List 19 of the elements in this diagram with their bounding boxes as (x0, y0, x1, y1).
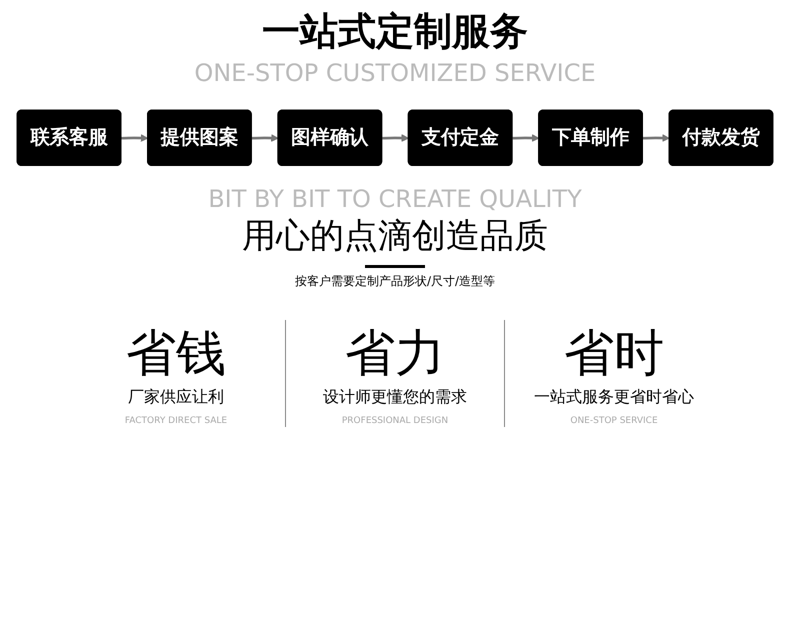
feature-caption: FACTORY DIRECT SALE (124, 416, 228, 426)
arrow (642, 134, 670, 142)
arrow (382, 134, 409, 142)
arrow (252, 134, 279, 142)
feature-text: 设计师更懂您的需求 (323, 387, 467, 408)
feature-caption: ONE-STOP SERVICE (570, 416, 658, 426)
note: 按客户需要定制产品形状/尺寸/造型等 (294, 273, 496, 290)
slogan: 用心的点滴创造品质 (242, 215, 548, 258)
arrow (512, 134, 540, 142)
feature-text: 厂家供应让利 (128, 387, 224, 408)
english-slogan: BIT BY BIT TO CREATE QUALITY (208, 185, 582, 213)
title: 一站式定制服务 (262, 8, 528, 55)
feature-heading: 省力 (345, 323, 445, 384)
feature-heading: 省时 (564, 323, 664, 384)
subtitle: ONE-STOP CUSTOMIZED SERVICE (194, 59, 596, 87)
arrow (121, 134, 148, 142)
feature-caption: PROFESSIONAL DESIGN (342, 416, 448, 426)
feature-heading: 省钱 (126, 323, 226, 384)
feature-text: 一站式服务更省时省心 (534, 387, 694, 408)
